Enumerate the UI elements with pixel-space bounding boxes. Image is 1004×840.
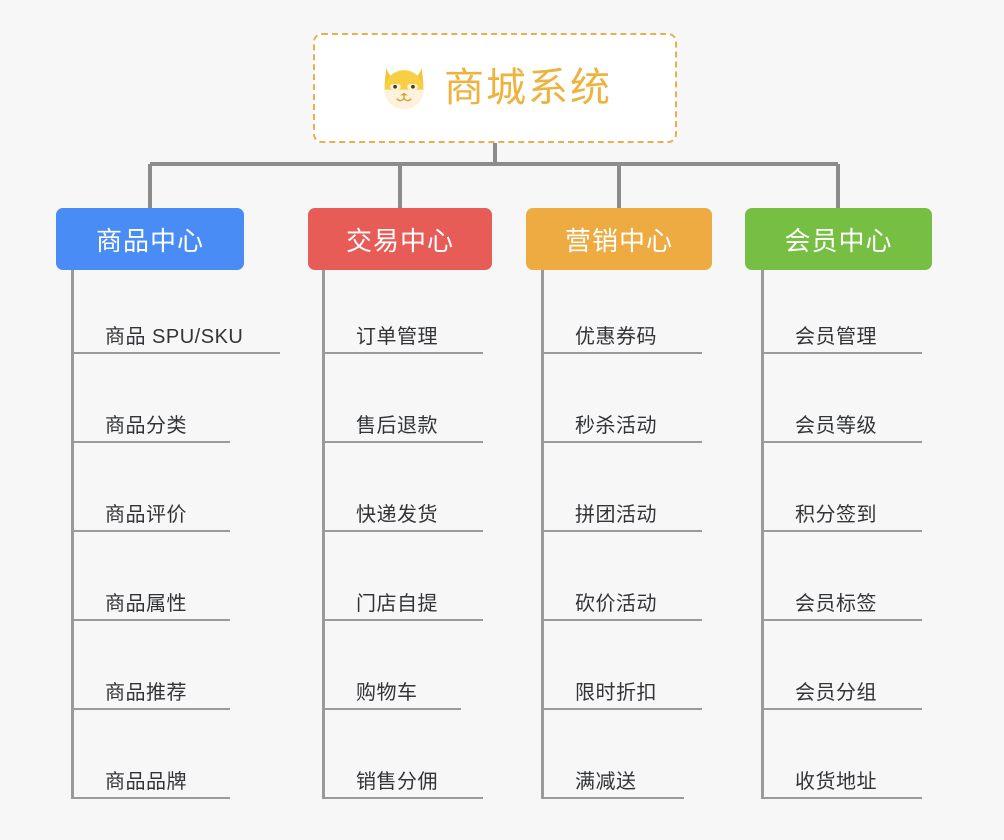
category-label: 会员中心 (784, 225, 893, 256)
leaf-label: 快递发货 (356, 504, 438, 526)
category-label: 交易中心 (345, 225, 454, 256)
leaf-item[interactable]: 购物车 (325, 621, 461, 710)
category-header-trade-center[interactable]: 交易中心 (308, 208, 492, 270)
leaf-label: 订单管理 (356, 326, 438, 348)
leaf-label: 会员分组 (795, 682, 877, 704)
leaf-list-trade-center: 订单管理 售后退款 快递发货 门店自提 购物车 销售分佣 (322, 270, 483, 799)
leaf-label: 售后退款 (356, 415, 438, 437)
leaf-item[interactable]: 会员标签 (764, 532, 922, 621)
leaf-label: 积分签到 (795, 504, 877, 526)
shiba-dog-face-icon (384, 68, 424, 110)
leaf-item[interactable]: 订单管理 (325, 270, 483, 354)
leaf-list-marketing-center: 优惠券码 秒杀活动 拼团活动 砍价活动 限时折扣 满减送 (541, 270, 702, 799)
leaf-item[interactable]: 会员管理 (764, 270, 922, 354)
leaf-label: 商品属性 (105, 593, 187, 615)
leaf-label: 购物车 (356, 682, 418, 704)
category-label: 商品中心 (95, 225, 204, 256)
leaf-list-product-center: 商品 SPU/SKU 商品分类 商品评价 商品属性 商品推荐 商品品牌 (71, 270, 280, 799)
leaf-item[interactable]: 秒杀活动 (544, 354, 702, 443)
leaf-item[interactable]: 收货地址 (764, 710, 922, 799)
leaf-item[interactable]: 砍价活动 (544, 532, 702, 621)
leaf-label: 砍价活动 (575, 593, 657, 615)
leaf-item[interactable]: 满减送 (544, 710, 684, 799)
leaf-item[interactable]: 拼团活动 (544, 443, 702, 532)
leaf-item[interactable]: 商品 SPU/SKU (74, 270, 280, 354)
leaf-label: 会员标签 (795, 593, 877, 615)
leaf-label: 拼团活动 (575, 504, 657, 526)
leaf-label: 会员等级 (795, 415, 877, 437)
root-node[interactable]: 商城系统 (313, 33, 677, 143)
root-title: 商城系统 (444, 66, 612, 110)
leaf-label: 商品 SPU/SKU (105, 326, 244, 348)
leaf-list-member-center: 会员管理 会员等级 积分签到 会员标签 会员分组 收货地址 (761, 270, 922, 799)
leaf-label: 秒杀活动 (575, 415, 657, 437)
category-label: 营销中心 (564, 225, 673, 256)
leaf-item[interactable]: 销售分佣 (325, 710, 483, 799)
leaf-item[interactable]: 售后退款 (325, 354, 483, 443)
leaf-item[interactable]: 商品品牌 (74, 710, 230, 799)
leaf-item[interactable]: 限时折扣 (544, 621, 702, 710)
leaf-item[interactable]: 快递发货 (325, 443, 483, 532)
leaf-item[interactable]: 商品评价 (74, 443, 230, 532)
leaf-label: 商品品牌 (105, 771, 187, 793)
leaf-label: 会员管理 (795, 326, 877, 348)
category-header-member-center[interactable]: 会员中心 (745, 208, 932, 270)
leaf-item[interactable]: 门店自提 (325, 532, 483, 621)
leaf-label: 优惠券码 (575, 326, 657, 348)
leaf-item[interactable]: 优惠券码 (544, 270, 702, 354)
leaf-item[interactable]: 积分签到 (764, 443, 922, 532)
leaf-label: 收货地址 (795, 771, 877, 793)
leaf-label: 销售分佣 (356, 771, 438, 793)
leaf-item[interactable]: 商品属性 (74, 532, 230, 621)
leaf-label: 限时折扣 (575, 682, 657, 704)
leaf-label: 满减送 (575, 771, 637, 793)
leaf-item[interactable]: 会员等级 (764, 354, 922, 443)
leaf-label: 门店自提 (356, 593, 438, 615)
category-header-product-center[interactable]: 商品中心 (56, 208, 244, 270)
leaf-item[interactable]: 商品分类 (74, 354, 230, 443)
leaf-label: 商品推荐 (105, 682, 187, 704)
leaf-item[interactable]: 商品推荐 (74, 621, 230, 710)
leaf-item[interactable]: 会员分组 (764, 621, 922, 710)
category-header-marketing-center[interactable]: 营销中心 (526, 208, 712, 270)
leaf-label: 商品分类 (105, 415, 187, 437)
leaf-label: 商品评价 (105, 504, 187, 526)
